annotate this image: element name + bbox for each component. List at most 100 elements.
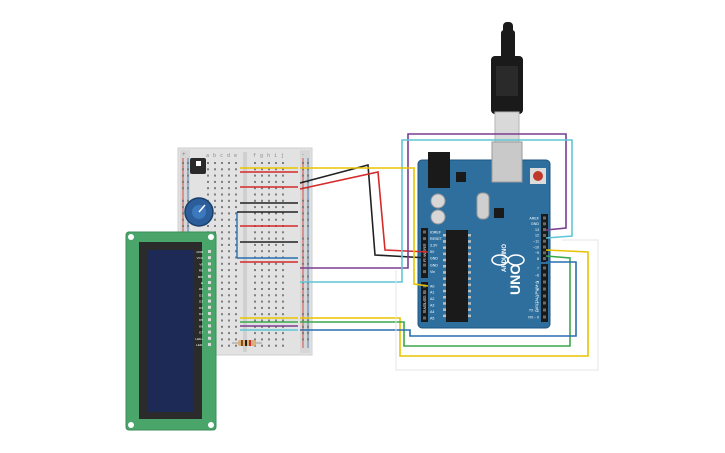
breadboard-hole[interactable] [261, 174, 263, 177]
breadboard-hole[interactable] [254, 262, 256, 265]
breadboard-hole[interactable] [282, 187, 284, 190]
breadboard-hole[interactable] [282, 294, 284, 297]
breadboard-hole[interactable] [214, 174, 216, 177]
rail-hole[interactable] [307, 174, 309, 177]
breadboard-hole[interactable] [235, 325, 237, 328]
breadboard-hole[interactable] [214, 225, 216, 227]
breadboard-hole[interactable] [282, 275, 284, 278]
rail-hole[interactable] [187, 174, 189, 177]
breadboard-hole[interactable] [254, 325, 256, 328]
breadboard-hole[interactable] [275, 269, 277, 272]
breadboard-hole[interactable] [268, 218, 270, 221]
rail-hole[interactable] [307, 162, 309, 164]
breadboard-hole[interactable] [261, 338, 263, 341]
breadboard-hole[interactable] [228, 256, 230, 259]
lcd-pin[interactable] [208, 281, 211, 284]
rail-hole[interactable] [307, 294, 309, 297]
header-pin[interactable] [423, 243, 426, 247]
breadboard-hole[interactable] [282, 193, 284, 196]
breadboard-hole[interactable] [235, 187, 237, 190]
rail-hole[interactable] [302, 218, 304, 221]
rail-hole[interactable] [307, 288, 309, 290]
breadboard-hole[interactable] [221, 199, 223, 202]
breadboard-hole[interactable] [268, 306, 270, 309]
rail-hole[interactable] [307, 187, 309, 190]
breadboard-hole[interactable] [221, 344, 223, 347]
rail-hole[interactable] [307, 199, 309, 202]
breadboard-hole[interactable] [261, 206, 263, 209]
lcd-pin[interactable] [208, 318, 211, 322]
breadboard-hole[interactable] [235, 300, 237, 303]
breadboard-hole[interactable] [228, 319, 230, 322]
header-pin[interactable] [423, 270, 426, 274]
breadboard-hole[interactable] [228, 325, 230, 328]
breadboard-hole[interactable] [228, 193, 230, 196]
breadboard-hole[interactable] [268, 281, 270, 284]
breadboard-hole[interactable] [254, 193, 256, 196]
breadboard-hole[interactable] [221, 262, 223, 265]
breadboard-hole[interactable] [282, 338, 284, 341]
breadboard-hole[interactable] [221, 269, 223, 272]
breadboard-hole[interactable] [214, 206, 216, 209]
rail-hole[interactable] [302, 325, 304, 328]
breadboard-hole[interactable] [268, 162, 270, 164]
rail-hole[interactable] [307, 300, 309, 303]
breadboard-hole[interactable] [275, 319, 277, 322]
breadboard-hole[interactable] [254, 174, 256, 177]
breadboard-hole[interactable] [228, 218, 230, 221]
rail-hole[interactable] [182, 206, 184, 209]
breadboard-hole[interactable] [275, 206, 277, 209]
header-pin[interactable] [543, 222, 546, 226]
breadboard-hole[interactable] [214, 193, 216, 196]
header-pin[interactable] [543, 308, 546, 312]
rail-hole[interactable] [302, 332, 304, 335]
header-pin[interactable] [543, 251, 546, 255]
breadboard-hole[interactable] [235, 288, 237, 290]
breadboard-hole[interactable] [261, 281, 263, 284]
rail-hole[interactable] [307, 218, 309, 221]
breadboard-hole[interactable] [268, 212, 270, 215]
rail-hole[interactable] [302, 288, 304, 290]
breadboard-hole[interactable] [254, 275, 256, 278]
breadboard-hole[interactable] [235, 237, 237, 240]
usb-cable[interactable] [491, 22, 523, 143]
breadboard-hole[interactable] [228, 206, 230, 209]
breadboard-hole[interactable] [261, 212, 263, 215]
breadboard-hole[interactable] [221, 256, 223, 259]
breadboard-hole[interactable] [235, 281, 237, 284]
header-pin[interactable] [423, 303, 426, 307]
breadboard-hole[interactable] [228, 294, 230, 297]
breadboard-hole[interactable] [254, 162, 256, 164]
breadboard-hole[interactable] [228, 231, 230, 234]
breadboard-hole[interactable] [235, 269, 237, 272]
breadboard-hole[interactable] [235, 250, 237, 253]
breadboard-hole[interactable] [261, 313, 263, 316]
breadboard-hole[interactable] [235, 338, 237, 341]
header-pin[interactable] [543, 216, 546, 220]
lcd-pin[interactable] [208, 336, 211, 340]
breadboard-hole[interactable] [228, 243, 230, 246]
breadboard-hole[interactable] [268, 288, 270, 290]
header-pin[interactable] [423, 263, 426, 267]
breadboard-hole[interactable] [261, 294, 263, 297]
breadboard-hole[interactable] [282, 237, 284, 240]
breadboard-hole[interactable] [275, 288, 277, 290]
breadboard-hole[interactable] [282, 313, 284, 316]
breadboard-hole[interactable] [282, 300, 284, 303]
breadboard-hole[interactable] [261, 250, 263, 253]
rail-hole[interactable] [302, 212, 304, 215]
breadboard-hole[interactable] [261, 180, 263, 183]
breadboard-hole[interactable] [282, 162, 284, 164]
rail-hole[interactable] [307, 206, 309, 209]
lcd-pin[interactable] [208, 312, 211, 315]
lcd-pin[interactable] [208, 305, 211, 309]
resistor[interactable] [232, 340, 262, 346]
rail-hole[interactable] [307, 275, 309, 278]
breadboard-hole[interactable] [228, 250, 230, 253]
breadboard-hole[interactable] [282, 174, 284, 177]
rail-hole[interactable] [307, 332, 309, 335]
breadboard-hole[interactable] [221, 281, 223, 284]
breadboard-hole[interactable] [235, 225, 237, 227]
breadboard-hole[interactable] [221, 338, 223, 341]
breadboard-hole[interactable] [282, 212, 284, 215]
